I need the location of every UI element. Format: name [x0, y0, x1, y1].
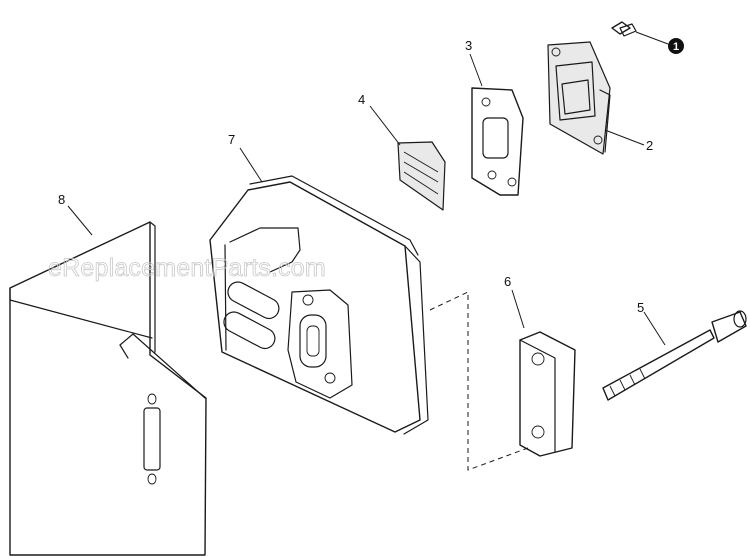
callout-7: 7 [228, 132, 235, 147]
part-8-heat-shield[interactable] [9, 221, 207, 556]
callout-3: 3 [465, 38, 472, 53]
leader-lines [67, 53, 666, 346]
part-4-spark-screen[interactable] [397, 141, 446, 211]
reference-note-circle [668, 38, 684, 54]
part-6-mounting-plate[interactable] [519, 331, 576, 457]
callout-2: 2 [646, 138, 653, 153]
part-3-gasket[interactable] [471, 87, 524, 196]
callout-5: 5 [637, 300, 644, 315]
callout-8: 8 [58, 192, 65, 207]
callout-4: 4 [358, 92, 365, 107]
reference-note-number: 1 [673, 41, 679, 53]
part-7-muffler[interactable] [209, 175, 429, 435]
screw-reference-1[interactable]: 1 [611, 21, 684, 54]
alignment-line [429, 291, 529, 471]
watermark: eReplacementParts.com [48, 254, 326, 282]
part-5-long-bolt[interactable] [602, 310, 747, 401]
callout-6: 6 [504, 274, 511, 289]
part-2-cover-plate[interactable] [547, 41, 611, 155]
